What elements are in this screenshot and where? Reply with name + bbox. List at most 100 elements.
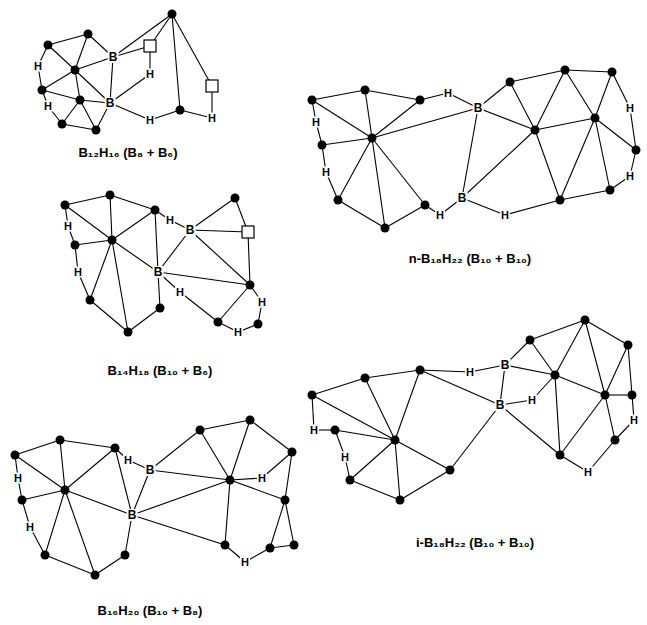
bond-line [45,555,95,575]
bond-line [535,130,560,200]
vacant-vertex [242,226,254,238]
atom-label: B [500,359,511,371]
boron-atom [628,391,637,400]
bond-line [110,195,155,210]
atom-label: B [153,266,164,278]
boron-atom [624,341,633,350]
bond-line [113,14,172,57]
atom-label: H [583,467,593,478]
boron-atom [61,486,70,495]
bond-line [350,440,395,480]
bond-line [462,108,478,198]
bond-line [112,210,155,240]
atom-label: H [175,287,185,298]
bond-line [535,118,595,130]
atom-label: B [127,509,138,521]
bond-line [172,14,212,86]
boron-atom [601,391,610,400]
bond-line [90,300,128,332]
boron-atom [196,426,205,435]
bond-line [450,405,500,470]
atom-label: H [340,452,350,463]
bond-line [478,108,535,130]
atom-label: H [25,522,35,533]
bond-line [335,430,395,440]
boron-atom [290,541,299,550]
atom-label: H [629,415,639,426]
bond-line [312,395,395,440]
bond-line [110,195,112,240]
boron-atom [18,496,27,505]
bond-line [338,138,372,200]
bond-line [65,490,95,575]
boron-atom [318,141,327,150]
bond-line [585,320,605,395]
atom-label: H [625,103,635,114]
formula-caption: i-B₁₈H₂₂ (B₁₀ + B₁₀) [416,536,534,549]
bond-line [530,320,585,340]
atom-label: H [527,395,537,406]
bond-line [462,198,505,215]
boron-atom [608,68,617,77]
bond-line [630,108,636,150]
boron-atom [331,426,340,435]
bond-line [80,100,96,130]
bond-line [15,440,60,455]
boron-atom [561,66,570,75]
bond-line [190,230,248,232]
bond-line [462,130,535,198]
boron-atom [266,544,275,553]
atom-label: H [321,167,331,178]
boron-atom [591,114,600,123]
boron-atom [121,551,130,560]
atom-label: H [443,88,453,99]
boron-atom [168,10,177,19]
bond-line [565,70,595,118]
cluster-structure [308,316,637,505]
boron-atom [556,451,565,460]
cluster-structure [61,191,263,337]
atom-label: H [257,473,267,484]
atom-label: B [185,224,196,236]
atom-label: H [123,455,133,466]
bond-line [605,345,628,395]
boron-atom [581,316,590,325]
boron-atom [246,416,255,425]
boron-atom [416,366,425,375]
formula-caption: B₁₄H₁₈ (B₁₀ + B₆) [108,364,213,377]
boron-atom [531,126,540,135]
bond-line [350,480,400,500]
boron-atom [391,436,400,445]
atom-label: B [105,97,116,109]
bond-line [22,490,65,500]
atom-label: B [145,464,156,476]
atom-label: H [500,210,510,221]
atom-label: H [257,297,267,308]
atom-label: H [165,215,175,226]
cluster-structure [11,416,299,580]
bond-line [75,34,88,70]
bond-line [180,292,218,322]
bond-line [555,375,605,395]
bond-line [312,378,365,395]
boron-atom [421,201,430,210]
bond-line [65,195,110,205]
bond-line [60,440,115,448]
boron-atom [124,328,133,337]
cluster-structure [38,10,219,135]
boron-atom [361,374,370,383]
bond-line [155,210,158,272]
boron-atom [308,96,317,105]
atom-label: H [63,221,73,232]
bond-line [585,320,628,345]
bond-line [505,200,560,215]
atom-label: H [240,557,250,568]
atom-label: H [145,69,155,80]
bond-line [285,500,294,545]
bond-line [505,365,555,375]
atom-label: H [43,101,53,112]
bond-line [372,100,420,138]
boron-atom [381,224,390,233]
atom-label: H [13,473,23,484]
